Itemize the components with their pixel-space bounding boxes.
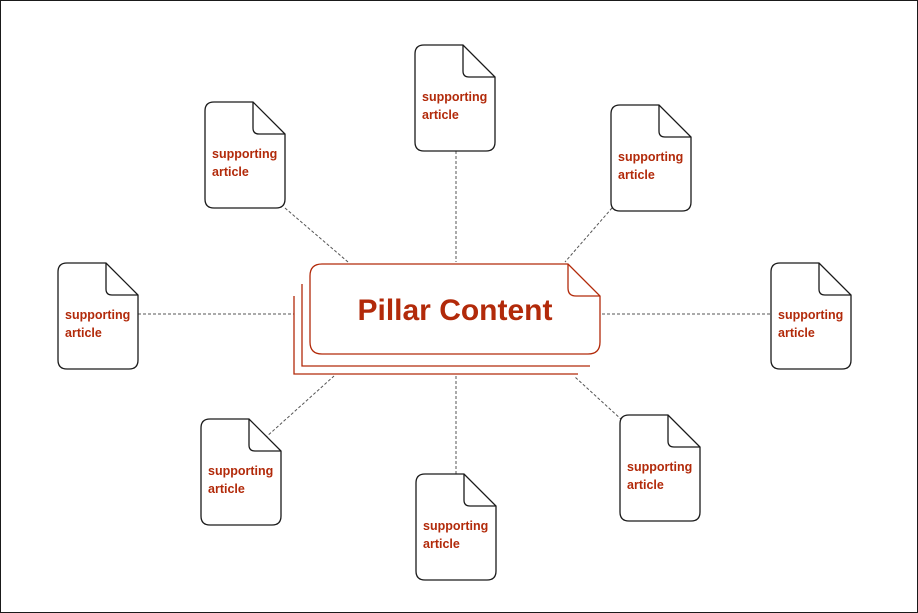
pillar-content-label: Pillar Content bbox=[357, 294, 552, 327]
supporting-article-label-line2: article bbox=[778, 326, 815, 340]
supporting-article-bottom-left: supporting article bbox=[200, 418, 282, 526]
supporting-article-label-line1: supporting bbox=[778, 308, 843, 322]
supporting-article-label-line1: supporting bbox=[618, 150, 683, 164]
document-icon bbox=[57, 262, 139, 370]
document-fold-icon bbox=[462, 45, 495, 78]
supporting-article-label-line1: supporting bbox=[627, 460, 692, 474]
document-fold-icon bbox=[105, 263, 138, 296]
pillar-middle-page bbox=[301, 284, 590, 367]
connector-line-bottom-left bbox=[264, 375, 335, 439]
document-icon bbox=[200, 418, 282, 526]
document-fold-icon bbox=[667, 415, 700, 448]
supporting-article-top-left: supporting article bbox=[204, 101, 286, 209]
supporting-article-right: supporting article bbox=[770, 262, 852, 370]
connector-line-top-left bbox=[284, 207, 349, 263]
supporting-article-label-line2: article bbox=[422, 108, 459, 122]
connector-line-top-right bbox=[564, 207, 613, 263]
document-fold-icon bbox=[248, 419, 281, 452]
pillar-dog-ear bbox=[567, 264, 600, 297]
pillar-content-node: Pillar Content bbox=[293, 263, 601, 375]
document-icon bbox=[204, 101, 286, 209]
connector-lines bbox=[138, 151, 770, 474]
supporting-article-label-line1: supporting bbox=[208, 464, 273, 478]
supporting-article-label-line2: article bbox=[627, 478, 664, 492]
supporting-article-label-line2: article bbox=[423, 537, 460, 551]
supporting-article-top-right: supporting article bbox=[610, 104, 692, 212]
document-icon bbox=[610, 104, 692, 212]
document-fold-icon bbox=[463, 474, 496, 507]
supporting-article-label-line2: article bbox=[212, 165, 249, 179]
supporting-article-label-line1: supporting bbox=[423, 519, 488, 533]
document-icon bbox=[415, 473, 497, 581]
document-icon bbox=[770, 262, 852, 370]
pillar-front-page bbox=[309, 263, 601, 355]
document-icon bbox=[619, 414, 701, 522]
supporting-article-label-line2: article bbox=[618, 168, 655, 182]
supporting-article-label-line1: supporting bbox=[422, 90, 487, 104]
supporting-article-bottom-right: supporting article bbox=[619, 414, 701, 522]
supporting-article-top: supporting article bbox=[414, 44, 496, 152]
supporting-article-label-line2: article bbox=[65, 326, 102, 340]
document-fold-icon bbox=[252, 102, 285, 135]
supporting-article-label-line2: article bbox=[208, 482, 245, 496]
supporting-article-left: supporting article bbox=[57, 262, 139, 370]
document-fold-icon bbox=[818, 263, 851, 296]
pillar-back-page bbox=[293, 296, 578, 375]
supporting-article-bottom: supporting article bbox=[415, 473, 497, 581]
document-fold-icon bbox=[658, 105, 691, 138]
supporting-articles: supportingarticlesupportingarticlesuppor… bbox=[57, 44, 852, 581]
connector-line-bottom-right bbox=[574, 376, 623, 421]
supporting-article-label-line1: supporting bbox=[212, 147, 277, 161]
document-icon bbox=[414, 44, 496, 152]
supporting-article-label-line1: supporting bbox=[65, 308, 130, 322]
